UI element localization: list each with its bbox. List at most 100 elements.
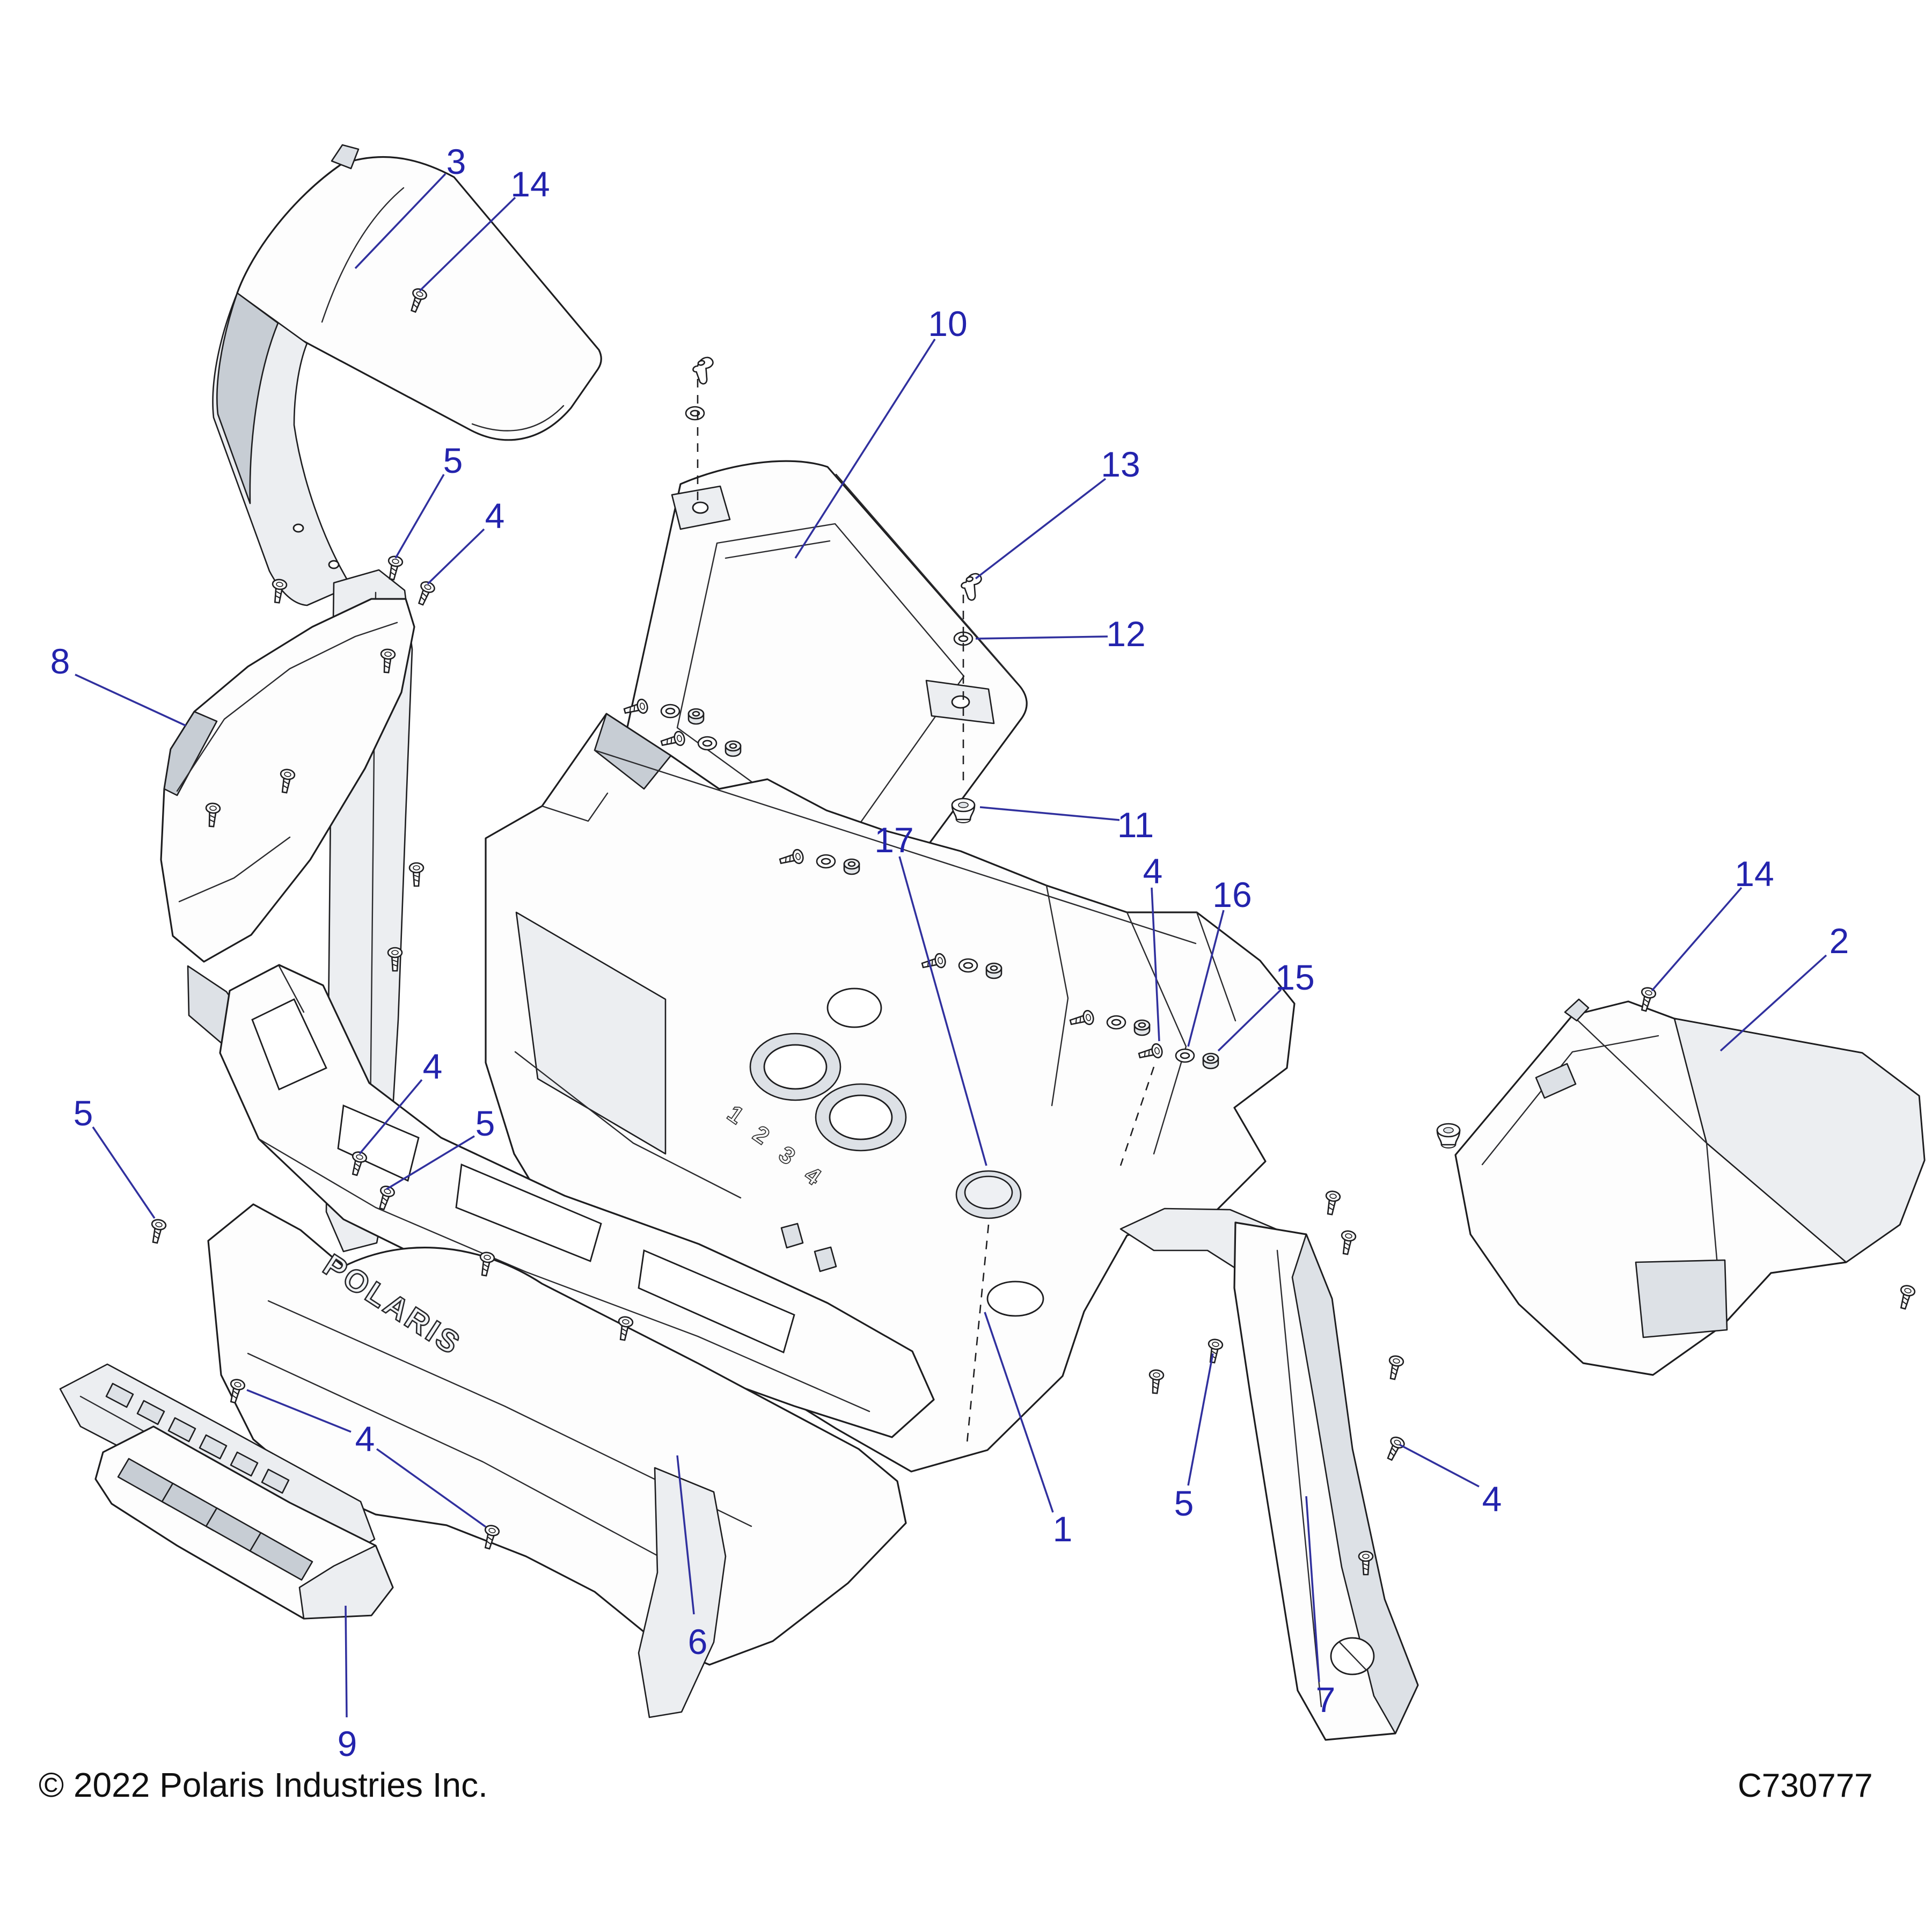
screw-thread bbox=[1392, 1448, 1396, 1452]
screw-thread bbox=[484, 1264, 488, 1268]
screw-drive bbox=[391, 950, 399, 955]
nut-hole bbox=[692, 711, 700, 717]
screw-icon bbox=[1138, 1043, 1163, 1059]
callout-14-label: 14 bbox=[510, 164, 550, 204]
screw-thread bbox=[413, 304, 418, 308]
screw-thread bbox=[421, 597, 426, 601]
nut-hole bbox=[1138, 1022, 1146, 1028]
screw-drive bbox=[1362, 1554, 1370, 1559]
callout-5-label: 5 bbox=[74, 1093, 93, 1133]
screw-drive bbox=[1394, 1439, 1401, 1446]
screw-thread bbox=[392, 960, 398, 962]
copyright-text: © 2022 Polaris Industries Inc. bbox=[39, 1766, 488, 1804]
washer-inner bbox=[1111, 1019, 1122, 1026]
screw-thread bbox=[354, 1167, 358, 1171]
screw-drive bbox=[1153, 1372, 1160, 1378]
callout-leader-line bbox=[345, 1605, 348, 1718]
screw-head bbox=[1082, 1009, 1094, 1026]
screw-drive bbox=[424, 584, 431, 590]
nut-icon bbox=[1202, 1052, 1219, 1070]
part-6-bumper-frame bbox=[219, 964, 935, 1438]
screw-head bbox=[479, 1252, 495, 1263]
screw-thread bbox=[785, 857, 787, 862]
screw-thread bbox=[276, 591, 281, 595]
callout-4-label: 4 bbox=[1482, 1479, 1502, 1519]
screw-icon bbox=[1358, 1550, 1374, 1576]
callout-5-label: 5 bbox=[1174, 1483, 1194, 1523]
washer-inner bbox=[821, 858, 831, 865]
callout-10-label: 10 bbox=[928, 304, 967, 343]
dash-plug-cap bbox=[955, 1170, 1022, 1219]
grommet-hole bbox=[1443, 1127, 1454, 1133]
washer-icon bbox=[816, 854, 836, 869]
screw-thread bbox=[1345, 1242, 1350, 1246]
screw-icon bbox=[151, 1219, 167, 1244]
screw-drive bbox=[413, 865, 420, 870]
screw-icon bbox=[484, 1525, 500, 1550]
callout-13-label: 13 bbox=[1101, 444, 1140, 484]
screw-icon bbox=[380, 648, 396, 674]
screw-icon bbox=[387, 555, 404, 581]
screw-thread bbox=[629, 707, 631, 712]
callout-leader-line bbox=[354, 173, 447, 269]
screw-icon bbox=[352, 1151, 368, 1176]
grommet-hole bbox=[958, 802, 969, 808]
nut-icon bbox=[724, 740, 742, 757]
screw-head bbox=[230, 1379, 246, 1391]
screw-icon bbox=[921, 953, 946, 969]
callout-leader-line bbox=[676, 1455, 695, 1615]
washer-icon bbox=[697, 736, 718, 751]
screw-head bbox=[1341, 1230, 1357, 1242]
screw-thread bbox=[633, 706, 635, 711]
callout-leader-line bbox=[358, 1079, 423, 1155]
screw-head bbox=[408, 862, 425, 874]
screw-thread bbox=[1329, 1203, 1334, 1206]
callout-1-label: 1 bbox=[1053, 1509, 1073, 1549]
screw-head bbox=[1358, 1550, 1374, 1562]
screw-thread bbox=[392, 964, 398, 967]
callout-9-label: 9 bbox=[338, 1724, 357, 1763]
callout-17-label: 17 bbox=[874, 820, 913, 860]
screw-icon bbox=[1641, 987, 1657, 1012]
screw-head bbox=[618, 1316, 634, 1328]
grommet-icon bbox=[951, 797, 976, 823]
washer-inner bbox=[702, 740, 713, 747]
part-2-right-side-panel bbox=[1454, 998, 1926, 1376]
screw-drive bbox=[1393, 1358, 1400, 1364]
screw-drive bbox=[1329, 1194, 1337, 1199]
screw-icon bbox=[618, 1316, 634, 1341]
callout-14-label: 14 bbox=[1735, 854, 1774, 894]
callout-12-label: 12 bbox=[1106, 614, 1145, 654]
screw-icon bbox=[1148, 1369, 1165, 1394]
screw-head bbox=[387, 947, 403, 958]
washer-inner bbox=[1180, 1052, 1190, 1059]
latch-hole bbox=[697, 360, 705, 366]
screw-drive bbox=[284, 772, 291, 777]
callout-leader-line bbox=[419, 196, 516, 292]
screw-head bbox=[1900, 1285, 1916, 1297]
nut-hole bbox=[1206, 1055, 1215, 1062]
screw-head bbox=[636, 698, 648, 714]
callout-leader-line bbox=[1187, 1353, 1214, 1486]
part-9-grille bbox=[59, 1363, 394, 1620]
assembly-guide-dashed-line bbox=[1119, 1066, 1155, 1166]
assembly-guide-dashed-line bbox=[966, 1224, 990, 1443]
screw-icon bbox=[1325, 1190, 1341, 1216]
callout-leader-line bbox=[1217, 989, 1282, 1052]
screw-drive bbox=[484, 1255, 491, 1260]
callout-leader-line bbox=[1719, 954, 1827, 1052]
screw-thread bbox=[621, 1333, 626, 1336]
screw-thread bbox=[275, 595, 280, 599]
screw-head bbox=[934, 953, 946, 969]
grommet-icon bbox=[1436, 1123, 1461, 1148]
washer-inner bbox=[963, 962, 974, 969]
screw-thread bbox=[1079, 1017, 1081, 1022]
screw-thread bbox=[390, 572, 396, 576]
screw-thread bbox=[384, 665, 390, 669]
screw-thread bbox=[422, 592, 427, 597]
screw-drive bbox=[384, 652, 392, 657]
callout-leader-line bbox=[979, 806, 1120, 821]
screw-head bbox=[1208, 1338, 1224, 1350]
screw-drive bbox=[1212, 1342, 1219, 1347]
screw-thread bbox=[391, 568, 396, 572]
